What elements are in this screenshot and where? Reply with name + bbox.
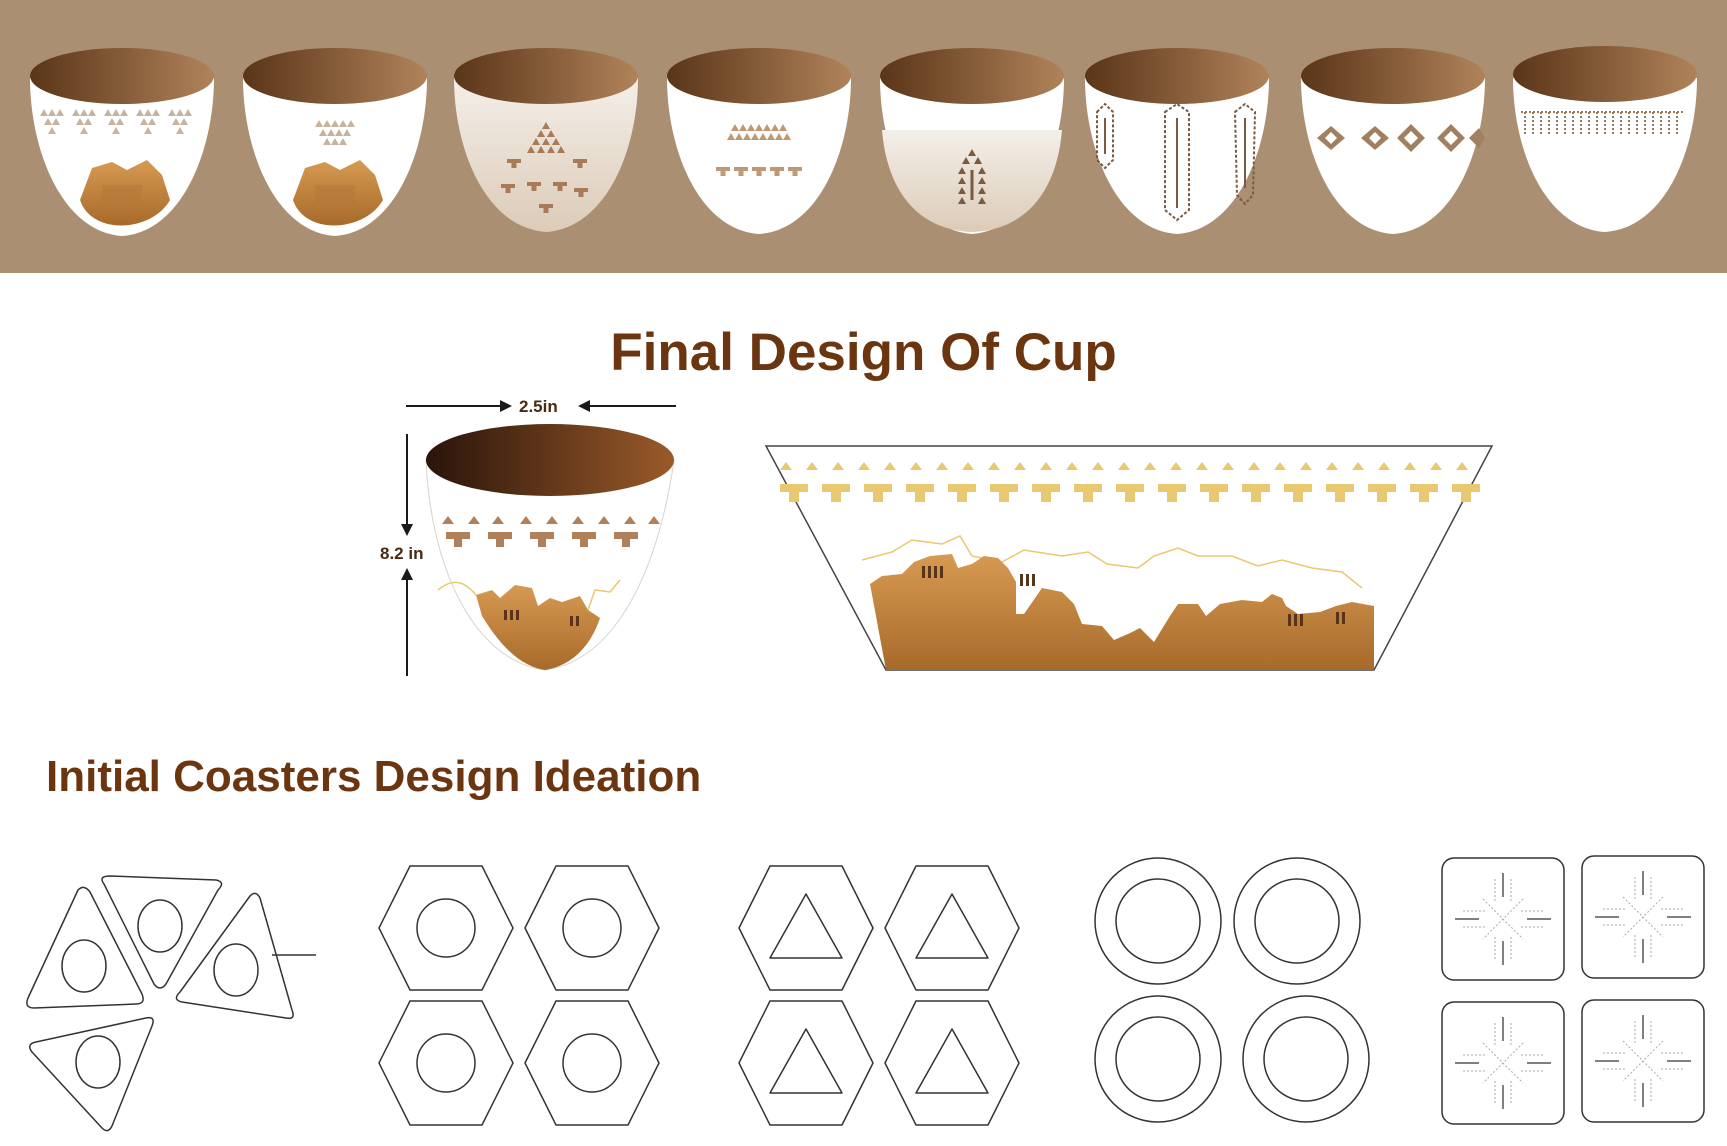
cup-concept-4 <box>667 48 851 234</box>
cup-concepts-strip <box>30 46 1697 236</box>
coaster-set-rings <box>1094 857 1370 1123</box>
cup-height-label: 8.2 in <box>380 544 424 563</box>
dimension-lines <box>401 400 676 676</box>
cup-concept-7 <box>1301 48 1485 234</box>
cup-concept-6 <box>1085 48 1269 234</box>
cup-concept-8 <box>1513 46 1697 232</box>
cup-concept-2 <box>243 48 427 236</box>
cup-concept-1 <box>30 48 214 236</box>
final-cup <box>425 424 675 671</box>
cup-concept-5 <box>880 48 1064 234</box>
coaster-set-squares <box>1441 855 1705 1125</box>
coasters-title: Initial Coasters Design Ideation <box>46 752 702 801</box>
final-design-title: Final Design Of Cup <box>610 323 1117 382</box>
cup-width-label: 2.5in <box>519 397 558 416</box>
cup-concept-3 <box>454 48 638 232</box>
coaster-set-hex-circles <box>378 865 660 1126</box>
coaster-set-triangles <box>26 875 316 1132</box>
cup-concepts-banner <box>0 0 1727 273</box>
coaster-set-hex-triangles <box>738 865 1020 1126</box>
cup-wrap-layout <box>764 445 1494 671</box>
